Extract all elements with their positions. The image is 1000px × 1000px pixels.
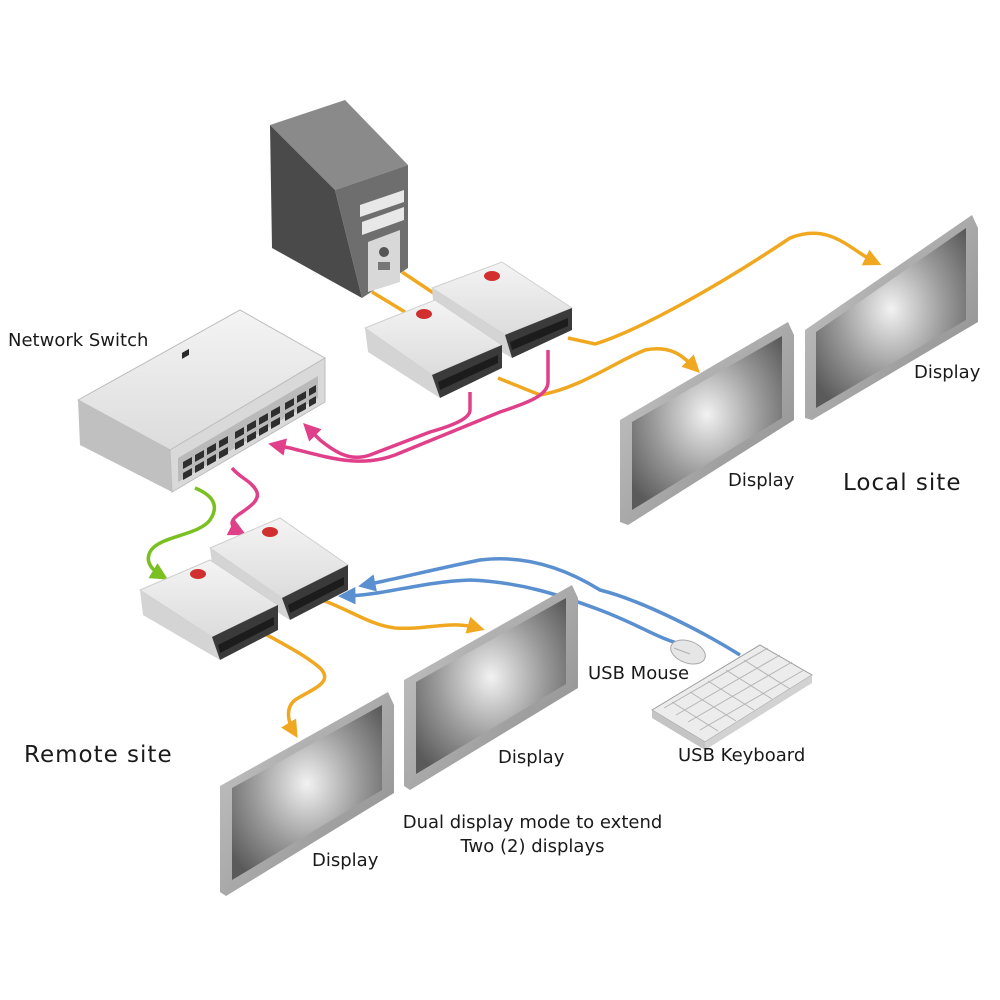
network-cable (303, 392, 472, 460)
video-cable (401, 270, 439, 298)
video-cable (257, 628, 327, 739)
network-switch-icon (76, 309, 326, 493)
display-monitor-icon (805, 215, 978, 420)
local-site-label: Local site (843, 470, 962, 496)
video-cable (567, 231, 882, 346)
dual-display-caption-line1: Dual display mode to extend (402, 812, 663, 833)
dual-display-caption-line2: Two (2) displays (460, 836, 605, 857)
usb-cable (338, 578, 686, 647)
remote-display-center-label: Display (498, 747, 565, 768)
switch-ports (183, 385, 316, 480)
network-cable (268, 350, 550, 463)
video-cable (497, 347, 700, 397)
local-display-left-label: Display (728, 470, 795, 491)
usb-mouse-icon (670, 639, 706, 665)
usb-mouse-label: USB Mouse (588, 663, 690, 684)
uplink-cable (146, 486, 217, 580)
display-monitor-icon (404, 585, 578, 790)
display-monitor-icon (220, 692, 394, 896)
computer-tower-icon (270, 100, 408, 298)
remote-site-label: Remote site (24, 742, 173, 768)
usb-keyboard-icon (651, 644, 813, 750)
remote-display-front-label: Display (312, 850, 379, 871)
kvm-extender-icon (363, 299, 504, 398)
usb-cable (358, 557, 741, 657)
kvm-extender-icon (138, 559, 280, 660)
display-monitor-icon (620, 322, 794, 525)
network-cable (226, 466, 260, 536)
video-cable (321, 598, 485, 634)
network-switch-label: Network Switch (8, 330, 149, 351)
usb-keyboard-label: USB Keyboard (678, 745, 806, 766)
video-cable (371, 290, 406, 314)
local-display-right-label: Display (914, 362, 981, 383)
